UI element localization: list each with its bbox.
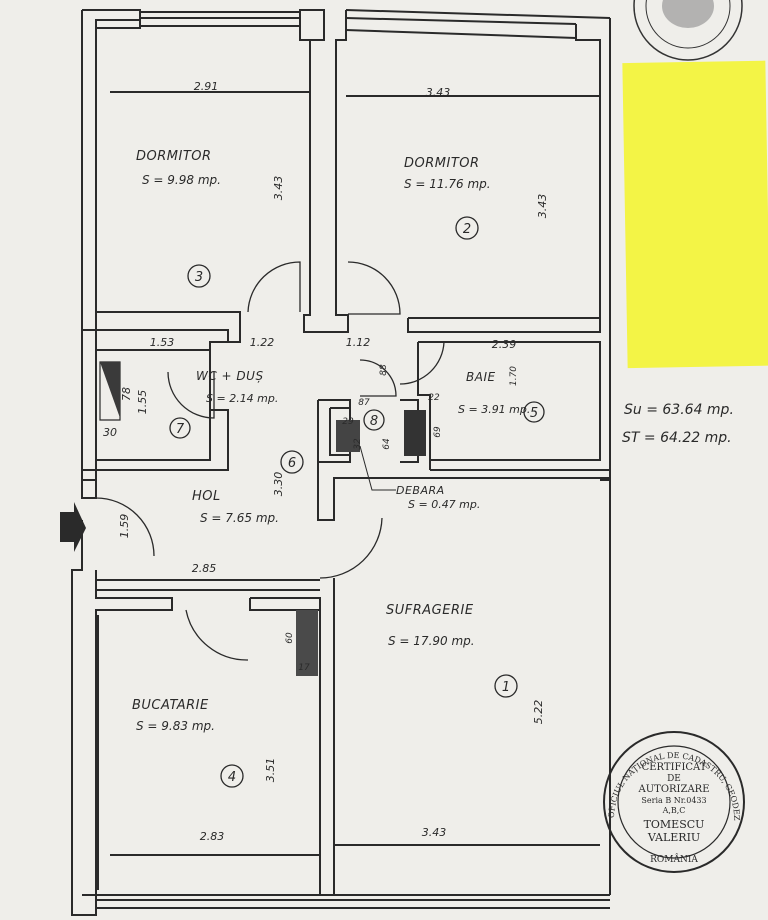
room-name-sufragerie: SUFRAGERIE xyxy=(386,603,474,618)
dim-kitchen-width: 2.83 xyxy=(200,830,225,843)
wc-shaft-hatch xyxy=(100,362,120,418)
stamp-line-4: Seria B Nr.0433 xyxy=(641,796,706,805)
dim-living-width: 3.43 xyxy=(422,826,447,839)
walls xyxy=(71,9,611,916)
dim-debara-32: 32 xyxy=(353,438,363,450)
stamp-line-5: A,B,C xyxy=(662,806,686,815)
dim-hall-285: 2.85 xyxy=(192,562,217,575)
room-number-wc: 7 xyxy=(176,422,185,437)
dim-baie-width: 2.39 xyxy=(492,338,517,351)
dim-dormitor2-width: 3.43 xyxy=(426,86,451,99)
dim-kitchen-60: 60 xyxy=(285,632,295,644)
room-name-wc: WC + DUȘ xyxy=(196,369,264,383)
door-swings xyxy=(95,261,445,661)
stamp-line-2: DE xyxy=(667,774,681,784)
stamp-country: ROMÂNIA xyxy=(650,853,698,865)
top-stamp xyxy=(633,0,743,61)
room-number-dormitor1: 3 xyxy=(195,270,203,285)
room-number-sufragerie: 1 xyxy=(502,680,510,695)
room-number-bucatarie: 4 xyxy=(228,770,236,785)
dim-baie-height: 1.70 xyxy=(509,366,519,386)
room-name-dormitor1: DORMITOR xyxy=(136,149,212,164)
room-number-dormitor2: 2 xyxy=(463,222,471,237)
room-number-circles xyxy=(169,216,545,788)
room-number-hol: 6 xyxy=(288,456,296,471)
dim-hall-112: 1.12 xyxy=(346,336,371,349)
dim-kitchen-height: 3.51 xyxy=(264,758,277,783)
baie-fixture xyxy=(404,410,426,456)
dim-hall-height: 3.30 xyxy=(272,472,285,497)
room-area-baie: S = 3.91 mp. xyxy=(458,403,530,416)
room-area-dormitor1: S = 9.98 mp. xyxy=(142,173,221,187)
room-area-hol: S = 7.65 mp. xyxy=(200,511,279,525)
dim-dormitor2-height: 3.43 xyxy=(536,194,549,219)
dim-debara-88: 88 xyxy=(379,364,389,376)
kitchen-shaft-hatch xyxy=(296,610,318,676)
total-su: Su = 63.64 mp. xyxy=(624,402,734,418)
room-area-wc: S = 2.14 mp. xyxy=(206,392,278,405)
dim-debara-64: 64 xyxy=(382,438,392,450)
dim-kitchen-17: 17 xyxy=(298,663,310,673)
room-area-bucatarie: S = 9.83 mp. xyxy=(136,719,215,733)
room-name-hol: HOL xyxy=(192,489,221,504)
dim-wc-height: 1.55 xyxy=(136,390,149,415)
debara-leader-line xyxy=(359,445,396,491)
dim-debara-29: 29 xyxy=(342,417,354,427)
dim-hall-122: 1.22 xyxy=(250,336,275,349)
stamp-line-3: AUTORIZARE xyxy=(638,784,710,795)
room-name-baie: BAIE xyxy=(466,370,496,384)
dim-dormitor1-height: 3.43 xyxy=(272,176,285,201)
dim-wc-width: 1.53 xyxy=(150,336,175,349)
sticky-note xyxy=(622,60,768,369)
room-number-baie: 5 xyxy=(530,406,538,421)
dim-living-height: 5.22 xyxy=(532,700,545,725)
room-number-debara: 8 xyxy=(370,414,378,429)
room-name-debara: DEBARA xyxy=(396,484,445,497)
stamp-line-6: TOMESCU xyxy=(644,818,705,831)
room-area-dormitor2: S = 11.76 mp. xyxy=(404,177,491,191)
room-name-dormitor2: DORMITOR xyxy=(404,156,480,171)
entrance-arrow-icon xyxy=(60,502,86,552)
dim-dormitor1-width: 2.91 xyxy=(194,80,219,93)
debara-shaft-hatch xyxy=(336,420,360,452)
dim-debara-87: 87 xyxy=(358,398,370,408)
dim-baie-22: 22 xyxy=(428,393,440,403)
total-st: ST = 64.22 mp. xyxy=(622,430,732,446)
stamp-line-1: CERTIFICAT xyxy=(642,762,707,773)
dim-wc-30: 30 xyxy=(103,426,117,439)
dim-entrance: 1.59 xyxy=(118,514,131,539)
dim-baie-69: 69 xyxy=(433,426,443,438)
stamp-line-7: VALERIU xyxy=(647,831,700,844)
room-area-debara: S = 0.47 mp. xyxy=(408,498,480,511)
room-name-bucatarie: BUCATARIE xyxy=(132,698,209,713)
room-area-sufragerie: S = 17.90 mp. xyxy=(388,634,475,648)
dim-wc-78: 78 xyxy=(120,387,133,401)
